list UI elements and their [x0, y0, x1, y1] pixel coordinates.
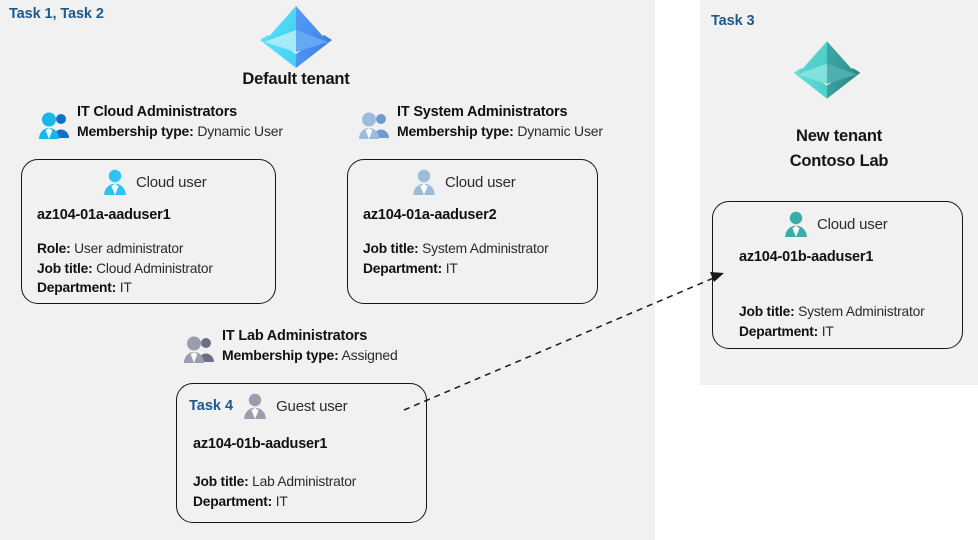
user-card-az104-01a-aaduser1[interactable]: Cloud user az104-01a-aaduser1 Role: User… [21, 159, 276, 304]
attr-label: Job title: [739, 304, 795, 319]
cloud-user-icon [782, 210, 810, 238]
group-it-cloud-administrators: IT Cloud Administrators Membership type:… [38, 104, 283, 142]
attr-job-title: Job title: System Administrator [739, 302, 962, 322]
attr-label: Job title: [37, 260, 93, 276]
user-attributes: Job title: System Administrator Departme… [739, 302, 962, 341]
task-label-4: Task 4 [189, 398, 234, 414]
attr-department: Department: IT [193, 492, 426, 512]
attr-label: Department: [193, 493, 273, 509]
user-upn: az104-01b-aaduser1 [739, 249, 874, 265]
group-membership-label: Membership type: [397, 123, 514, 139]
task-label-3: Task 3 [711, 13, 755, 29]
cloud-user-icon [410, 168, 438, 196]
user-card-guest-az104-01b-aaduser1[interactable]: Task 4 Guest user az104-01b-aaduser1 Job… [176, 383, 427, 523]
group-name: IT Lab Administrators [222, 328, 368, 344]
user-upn: az104-01a-aaduser1 [37, 207, 171, 223]
task-label-1-2: Task 1, Task 2 [9, 6, 104, 22]
group-membership-value: Dynamic User [517, 123, 603, 139]
attr-job-title: Job title: Cloud Administrator [37, 259, 275, 279]
group-it-lab-administrators: IT Lab Administrators Membership type: A… [183, 328, 398, 366]
user-upn: az104-01b-aaduser1 [193, 436, 328, 452]
user-attributes: Job title: System Administrator Departme… [363, 239, 597, 278]
attr-department: Department: IT [739, 322, 962, 342]
attr-value: IT [119, 280, 132, 296]
group-name: IT Cloud Administrators [77, 104, 238, 120]
group-membership-type: Membership type: Assigned [222, 347, 398, 363]
attr-value: IT [445, 260, 458, 276]
attr-role: Role: User administrator [37, 239, 275, 259]
attr-job-title: Job title: System Administrator [363, 239, 597, 259]
user-attributes: Job title: Lab Administrator Department:… [193, 472, 426, 511]
new-tenant-title-line2: Contoso Lab [789, 152, 889, 170]
attr-value: IT [275, 493, 288, 509]
attr-label: Department: [37, 280, 117, 296]
attr-label: Department: [363, 260, 443, 276]
group-users-icon [38, 110, 72, 142]
default-tenant-title: Default tenant [242, 70, 350, 88]
user-kind: Cloud user [136, 173, 207, 191]
guest-user-icon [241, 392, 269, 420]
card-head: Cloud user [410, 168, 597, 196]
attr-label: Job title: [363, 241, 419, 256]
group-membership-type: Membership type: Dynamic User [77, 123, 283, 139]
user-kind: Cloud user [817, 215, 888, 233]
attr-job-title: Job title: Lab Administrator [193, 472, 426, 492]
group-it-system-administrators: IT System Administrators Membership type… [358, 104, 603, 142]
azure-ad-tenant-icon [255, 2, 337, 70]
attr-value: IT [821, 323, 834, 339]
user-card-az104-01a-aaduser2[interactable]: Cloud user az104-01a-aaduser2 Job title:… [347, 159, 598, 304]
attr-value: System Administrator [422, 241, 549, 256]
attr-value: Cloud Administrator [96, 260, 213, 276]
user-kind: Guest user [276, 397, 348, 415]
attr-label: Department: [739, 323, 819, 339]
attr-label: Job title: [193, 474, 249, 489]
new-tenant-title-line1: New tenant [795, 127, 882, 145]
attr-value: Lab Administrator [252, 474, 357, 489]
group-users-icon [183, 334, 217, 366]
group-users-icon [358, 110, 392, 142]
attr-value: User administrator [74, 241, 184, 256]
card-head: Cloud user [782, 210, 962, 238]
cloud-user-icon [101, 168, 129, 196]
attr-department: Department: IT [37, 278, 275, 298]
card-head: Cloud user [101, 168, 275, 196]
user-kind: Cloud user [445, 173, 516, 191]
group-membership-value: Assigned [341, 347, 398, 363]
group-membership-type: Membership type: Dynamic User [397, 123, 603, 139]
user-card-new-tenant-az104-01b-aaduser1[interactable]: Cloud user az104-01b-aaduser1 Job title:… [712, 201, 963, 349]
group-membership-label: Membership type: [222, 347, 339, 363]
user-attributes: Role: User administrator Job title: Clou… [37, 239, 275, 298]
user-upn: az104-01a-aaduser2 [363, 207, 497, 223]
group-membership-value: Dynamic User [197, 123, 283, 139]
attr-value: System Administrator [798, 304, 925, 319]
azure-ad-tenant-icon [789, 37, 865, 101]
group-name: IT System Administrators [397, 104, 568, 120]
card-head: Task 4 Guest user [189, 392, 426, 420]
attr-label: Role: [37, 241, 71, 256]
attr-department: Department: IT [363, 259, 597, 279]
group-membership-label: Membership type: [77, 123, 194, 139]
